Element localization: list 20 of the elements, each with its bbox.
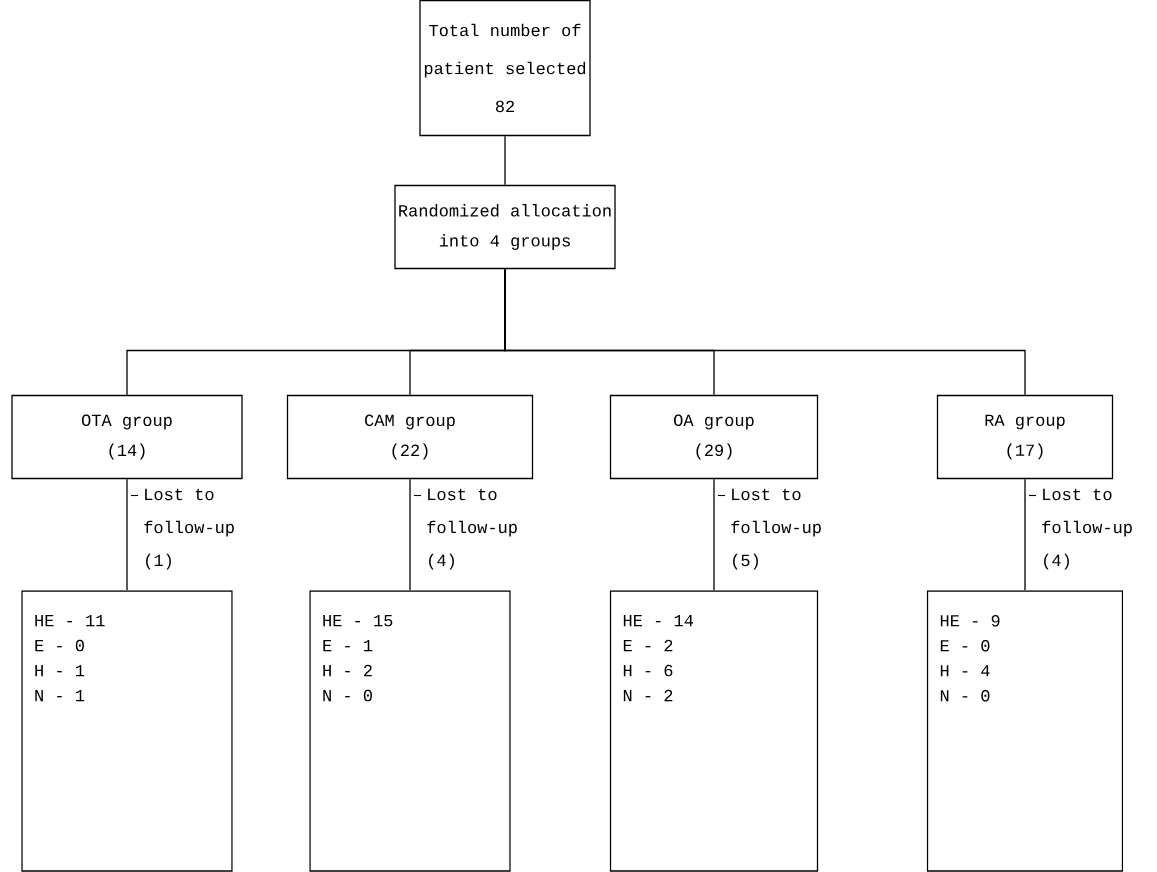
connector-line [409, 478, 411, 591]
edge-label: Lost to follow-up (4) [1042, 488, 1132, 570]
edge-label: Lost to follow-up (5) [731, 488, 821, 570]
result-box: HE - 11 E - 0 H - 1 N - 1 [21, 590, 233, 872]
connector-line [1024, 478, 1026, 591]
connector-line [504, 268, 1026, 396]
group-box: Total number of patient selected 82 [419, 0, 591, 137]
result-box: HE - 14 E - 2 H - 6 N - 2 [609, 590, 819, 872]
connector-line [126, 478, 128, 591]
edge-label: Lost to follow-up (1) [144, 488, 234, 570]
connector-line [504, 135, 506, 186]
group-box: RA group (17) [936, 394, 1114, 480]
group-box: CAM group (22) [286, 394, 534, 480]
result-box: HE - 15 E - 1 H - 2 N - 0 [309, 590, 511, 872]
connector-line [713, 478, 715, 591]
edge-label: Lost to follow-up (4) [427, 488, 517, 570]
group-box: OA group (29) [609, 394, 819, 480]
group-box: OTA group (14) [11, 394, 243, 480]
result-box: HE - 9 E - 0 H - 4 N - 0 [926, 590, 1124, 872]
group-box: Randomized allocation into 4 groups [394, 184, 616, 270]
